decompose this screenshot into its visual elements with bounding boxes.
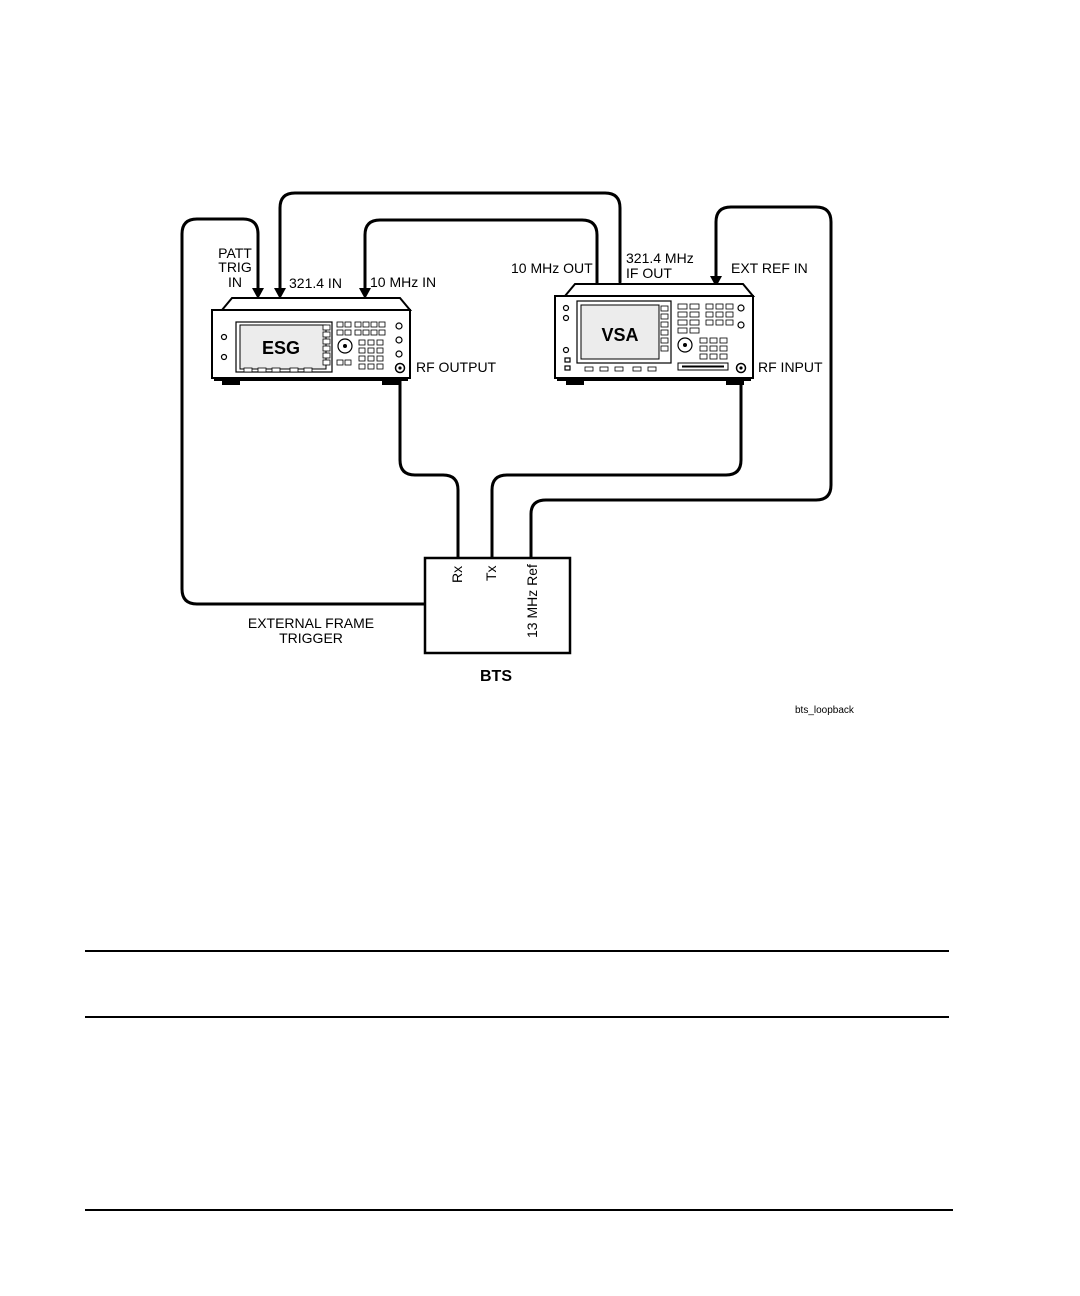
bts-port-13mhz-ref: 13 MHz Ref <box>524 564 540 638</box>
divider-bottom <box>85 1209 953 1211</box>
bts-box: Rx Tx 13 MHz Ref <box>425 558 570 653</box>
esg-321-in-label: 321.4 IN <box>289 275 342 291</box>
patt-trig-in-line3: IN <box>228 274 242 290</box>
vsa-ext-ref-in-label: EXT REF IN <box>731 260 808 276</box>
cable-rf-out-to-rx <box>400 370 458 560</box>
cables <box>182 193 831 604</box>
bts-port-rx: Rx <box>449 566 465 583</box>
esg-rf-output-label: RF OUTPUT <box>416 359 497 375</box>
bts-port-tx: Tx <box>483 565 499 581</box>
vsa-if-out-line2: IF OUT <box>626 265 672 281</box>
vsa-if-out-line1: 321.4 MHz <box>626 250 694 266</box>
esg-label: ESG <box>262 338 300 358</box>
vsa-rf-input-label: RF INPUT <box>758 359 823 375</box>
esg-instrument: ESG <box>212 298 410 385</box>
vsa-instrument: VSA <box>555 284 753 385</box>
external-frame-trigger-line2: TRIGGER <box>279 630 343 646</box>
patt-trig-in-line2: TRIG <box>218 259 251 275</box>
external-frame-trigger-line1: EXTERNAL FRAME <box>248 615 374 631</box>
esg-knob-center <box>343 344 347 348</box>
bts-label: BTS <box>480 668 512 685</box>
vsa-label: VSA <box>601 325 638 345</box>
esg-10mhz-in-label: 10 MHz IN <box>370 274 436 290</box>
divider-middle <box>85 1016 949 1018</box>
vsa-10mhz-out-label: 10 MHz OUT <box>511 260 593 276</box>
figure-id: bts_loopback <box>795 705 855 716</box>
divider-top <box>85 950 949 952</box>
cable-tx-to-rf-in <box>492 370 741 560</box>
